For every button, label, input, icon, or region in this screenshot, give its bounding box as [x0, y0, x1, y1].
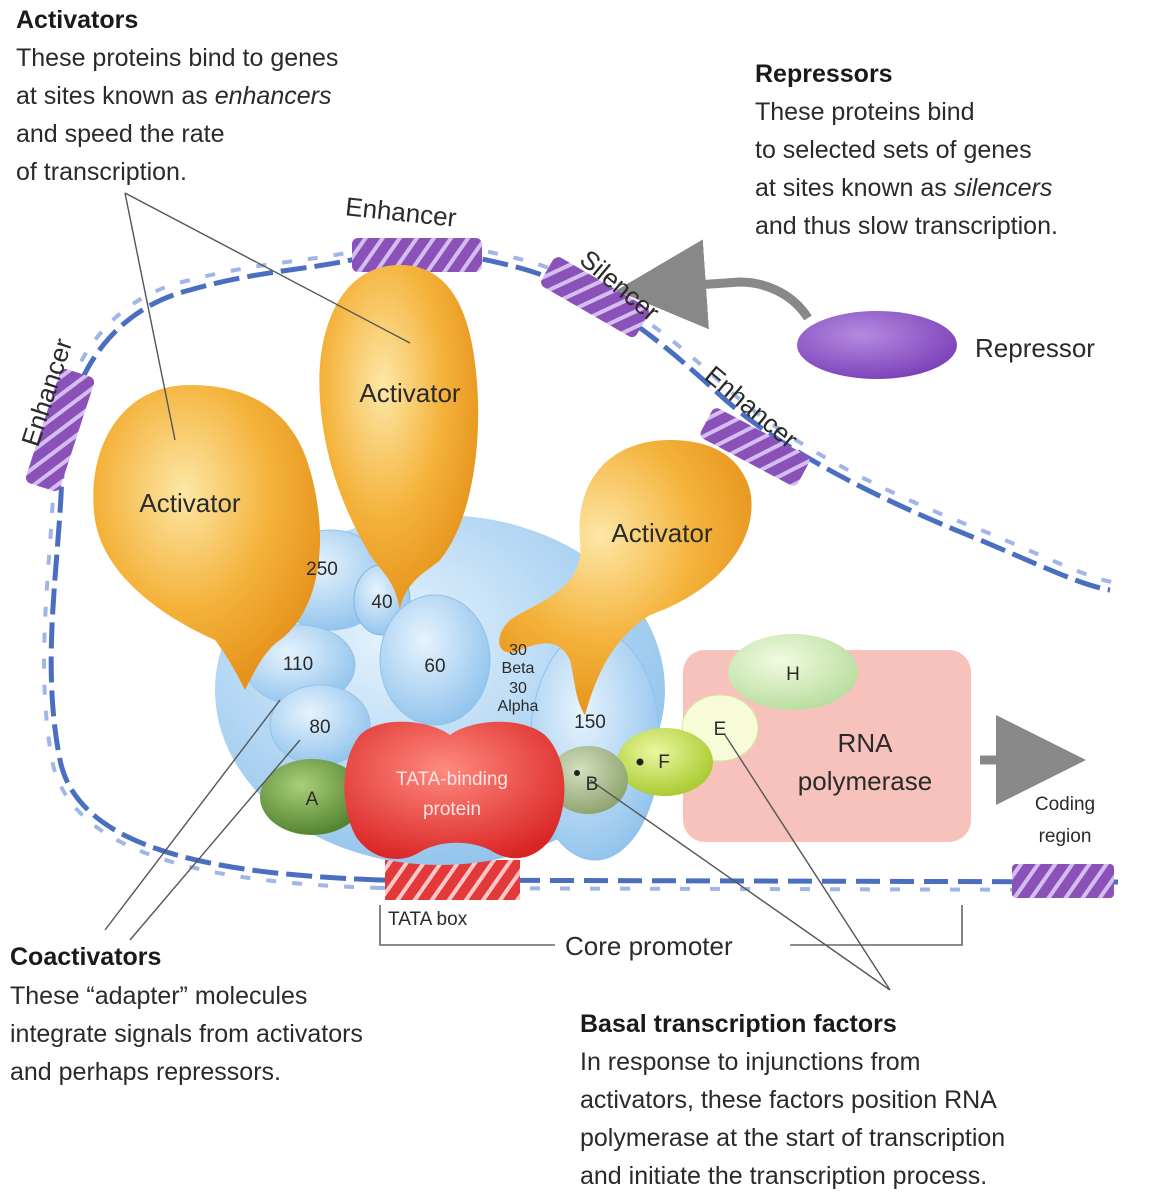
rna-polymerase-label-1: RNA: [838, 728, 894, 758]
basal-factors-callout: Basal transcription factors In response …: [580, 1010, 1005, 1190]
activator-center-label: Activator: [359, 378, 460, 408]
activators-title: Activators: [16, 6, 138, 34]
basal-factors-line-2: activators, these factors position RNA: [580, 1086, 997, 1114]
basal-factors-line-3: polymerase at the start of transcription: [580, 1124, 1005, 1152]
tata-binding-protein-shape: [344, 721, 565, 859]
subunit-beta-label: Beta: [502, 660, 535, 677]
activators-callout: Activators These proteins bind to genes …: [16, 6, 338, 186]
enhancer-band-top: [352, 238, 482, 272]
dna-strand-b: [42, 241, 1113, 890]
repressors-line-4: and thus slow transcription.: [755, 212, 1058, 240]
rna-polymerase-group: [260, 634, 971, 842]
factor-b-dot: [574, 770, 580, 776]
repressors-line-3: at sites known as silencers: [755, 174, 1052, 202]
factor-b-label: B: [586, 774, 599, 795]
subunit-30-beta-num: 30: [509, 642, 527, 659]
core-promoter-bracket: [379, 905, 963, 946]
subunit-250-label: 250: [306, 559, 338, 580]
activator-right-label: Activator: [611, 518, 712, 548]
factor-e-label: E: [714, 719, 727, 740]
coactivators-line-1: These “adapter” molecules: [10, 982, 307, 1010]
repressor-label: Repressor: [975, 333, 1095, 363]
coding-region-label-1: Coding: [1035, 794, 1095, 815]
factor-a-shape: [260, 759, 364, 835]
dna-strand-a: [48, 249, 1111, 883]
activator-right-shape: [499, 440, 752, 715]
basal-factors-title: Basal transcription factors: [580, 1010, 897, 1038]
factor-f-label: F: [658, 752, 670, 773]
repressor-arrow: [616, 239, 812, 330]
enhancer-top-label: Enhancer: [344, 191, 458, 233]
activators-line-1: These proteins bind to genes: [16, 44, 338, 72]
core-promoter-label: Core promoter: [565, 931, 733, 961]
repressors-callout: Repressors These proteins bind to select…: [755, 60, 1058, 240]
activator-left-label: Activator: [139, 488, 240, 518]
coactivators-line-2: integrate signals from activators: [10, 1020, 363, 1048]
tata-box-band: [385, 860, 520, 900]
enhancer-band-right: [700, 408, 810, 486]
tbp-label-2: protein: [423, 799, 481, 820]
repressors-line-1: These proteins bind: [755, 98, 975, 126]
coactivators-title: Coactivators: [10, 943, 161, 971]
coding-region-label-2: region: [1039, 826, 1092, 847]
subunit-150-label: 150: [574, 712, 606, 733]
repressor-shape: [797, 311, 957, 379]
coactivator-60: [379, 594, 491, 726]
leader-lines: [104, 192, 891, 991]
activator-left-shape: [93, 385, 320, 690]
enhancer-band-left: [25, 368, 95, 492]
subunit-110-label: 110: [283, 654, 313, 675]
basal-factors-line-1: In response to injunctions from: [580, 1048, 920, 1076]
factor-f-shape: [617, 728, 713, 796]
coding-region-band: [1012, 864, 1114, 898]
tata-box-label: TATA box: [388, 909, 468, 930]
repressors-line-2: to selected sets of genes: [755, 136, 1032, 164]
tbp-label-1: TATA-binding: [396, 769, 508, 790]
subunit-30-alpha-num: 30: [509, 680, 527, 697]
subunit-60-label: 60: [424, 656, 445, 677]
factor-a-label: A: [306, 789, 319, 810]
activators-line-3: and speed the rate: [16, 120, 225, 148]
activators-line-2: at sites known as enhancers: [16, 82, 331, 110]
factor-b-shape: [548, 746, 628, 814]
coactivators-line-3: and perhaps repressors.: [10, 1058, 281, 1086]
rna-polymerase-label-2: polymerase: [798, 766, 932, 796]
factor-h-label: H: [786, 664, 800, 685]
activators: [93, 265, 752, 715]
subunit-alpha-label: Alpha: [498, 698, 539, 715]
subunit-80-label: 80: [309, 717, 330, 738]
basal-factors-line-4: and initiate the transcription process.: [580, 1162, 987, 1190]
activator-center-shape: [319, 265, 479, 610]
subunit-40-label: 40: [371, 592, 392, 613]
factor-h-shape: [728, 634, 858, 710]
coactivators-callout: Coactivators These “adapter” molecules i…: [10, 943, 363, 1086]
activators-line-4: of transcription.: [16, 158, 187, 186]
repressors-title: Repressors: [755, 60, 893, 88]
factor-f-dot: [636, 758, 644, 766]
